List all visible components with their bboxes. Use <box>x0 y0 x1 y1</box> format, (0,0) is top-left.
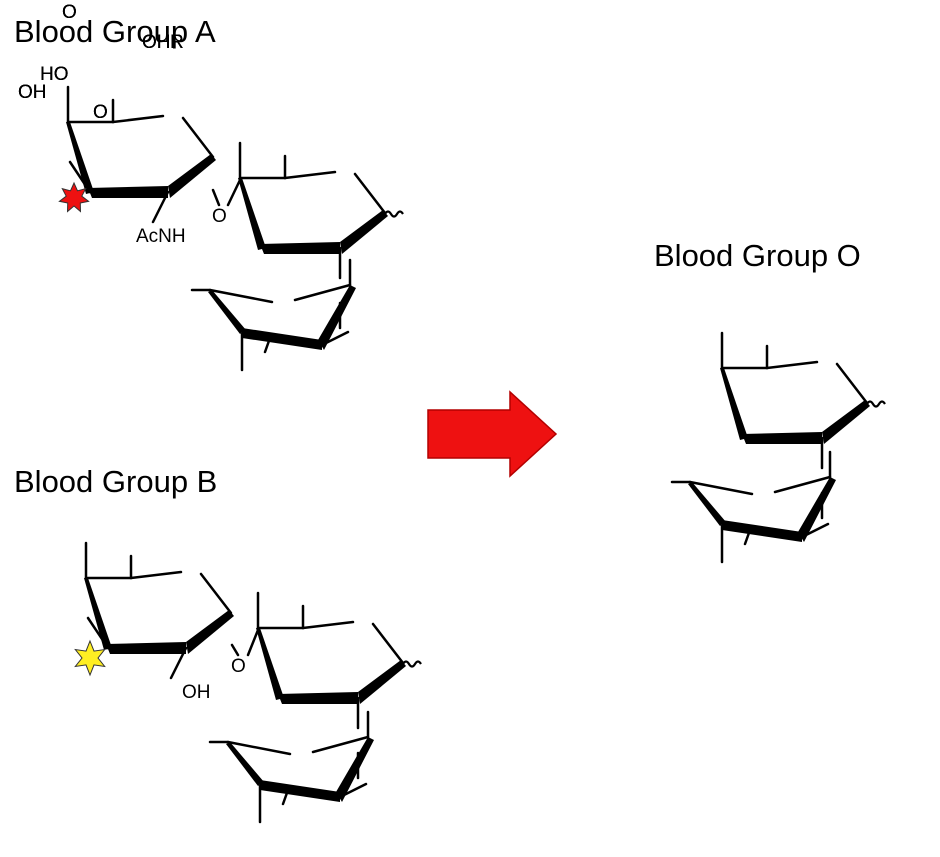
glycosidic-oxygen-label: O <box>93 102 108 123</box>
r-group-label: R <box>170 32 184 53</box>
glycosidic-bond-b1 <box>230 643 240 657</box>
bond-line <box>765 360 819 370</box>
anomeric-squiggle <box>402 660 422 668</box>
ring-oxygen-label: O <box>97 0 112 1</box>
ring-left-wedge <box>66 122 94 194</box>
fucose-oh-bond-right <box>338 782 368 799</box>
ring-oxygen-label: O <box>97 0 112 1</box>
ring-front-wedge <box>186 610 234 654</box>
bond-line <box>208 288 274 304</box>
bond-line <box>301 620 355 630</box>
bond-line <box>835 362 869 405</box>
anomeric-squiggle <box>384 210 404 218</box>
fucose-ho-label: HO <box>40 64 69 85</box>
star-marker-a <box>58 181 90 213</box>
fucose-left-wedge <box>208 290 246 334</box>
fucose-right-wedge <box>318 285 356 350</box>
fucose-left-wedge <box>226 742 264 786</box>
ring-left-wedge <box>238 178 266 250</box>
r-group-label: R <box>170 32 184 53</box>
ring-front-edge <box>278 692 358 704</box>
ring-front-edge <box>88 186 168 198</box>
ho-bond-c3 <box>86 616 110 650</box>
fucose-oh-label-right: OH <box>142 32 171 53</box>
ho-bond-c3 <box>68 160 92 194</box>
glycosidic-oxygen-label-b: O <box>231 656 246 677</box>
glycosidic-bond-b2 <box>246 628 260 657</box>
bond-line <box>129 570 183 580</box>
red-arrow-icon <box>427 390 558 478</box>
bond-line <box>688 480 754 496</box>
fucose-ho-label: HO <box>40 64 69 85</box>
fucose-ring-oxygen-label: O <box>62 2 77 23</box>
glycosidic-oxygen-label: O <box>93 102 108 123</box>
bond-line <box>181 116 215 159</box>
c2-sub-label: OH <box>182 682 211 703</box>
ring-left-wedge <box>84 578 112 650</box>
ring-oxygen-label: O <box>97 0 112 1</box>
c2-sub-label: AcNH <box>136 226 186 247</box>
ring-left-wedge <box>256 628 284 700</box>
fucose-oh-label-down: OH <box>18 82 47 103</box>
r-group-label: R <box>170 32 184 53</box>
c2-sub-bond <box>169 646 188 680</box>
fucose-ho-bond <box>281 788 290 806</box>
structure-blood-group-a: OHCH2OHOHOAcNHOOHCH2OHOROOCH3OHOHHO <box>18 0 404 372</box>
fucose-right-wedge <box>798 477 836 542</box>
fucose-oh-bond-right <box>320 330 350 347</box>
structure-blood-group-o: OHCH2OHOROOCH3OHOHHO <box>18 0 886 564</box>
fucose-ring-oxygen-label: O <box>62 2 77 23</box>
structure-blood-group-b: OHCH2OHOHOOHOOHCH2OHOROOCH3OHOHHO <box>18 0 422 824</box>
ring-front-edge <box>260 242 340 254</box>
title-blood-group-a: Blood Group A <box>14 14 216 49</box>
ring-front-wedge <box>358 660 406 704</box>
fucose-oh-bond-right <box>800 522 830 539</box>
fucose-oh-label-right: OH <box>142 32 171 53</box>
ring-front-wedge <box>168 154 216 198</box>
reaction-arrow <box>427 390 558 478</box>
fucose-right-wedge <box>336 737 374 802</box>
bond-line <box>283 170 337 180</box>
ring-oxygen-label: O <box>97 0 112 1</box>
title-blood-group-b: Blood Group B <box>14 464 218 499</box>
fucose-left-wedge <box>688 482 726 526</box>
star-marker-b <box>74 639 106 677</box>
fucose-oh-label-right: OH <box>142 32 171 53</box>
bond-line <box>293 283 352 302</box>
ring-front-edge <box>106 642 186 654</box>
fucose-ho-bond <box>263 336 272 354</box>
bond-line <box>311 735 370 754</box>
ring-left-wedge <box>720 368 748 440</box>
ring-front-wedge <box>822 400 870 444</box>
bond-line <box>371 622 405 665</box>
fucose-ring-oxygen-label: O <box>62 2 77 23</box>
glycosidic-oxygen-label: O <box>93 102 108 123</box>
glycosidic-bond-a1 <box>211 188 221 207</box>
fucose-front-edge <box>242 328 322 350</box>
glycosidic-bond-a2 <box>226 178 242 207</box>
anomeric-squiggle <box>866 400 886 408</box>
fucose-front-edge <box>260 780 340 802</box>
ring-oxygen-label: O <box>97 0 112 1</box>
fucose-ho-label: HO <box>40 64 69 85</box>
bond-line <box>199 572 233 615</box>
title-blood-group-o: Blood Group O <box>654 238 861 273</box>
bond-line <box>773 475 832 494</box>
bond-line <box>353 172 387 215</box>
bond-line <box>111 114 165 124</box>
ring-front-edge <box>742 432 822 444</box>
fucose-front-edge <box>722 520 802 542</box>
glycosidic-oxygen-label-a: O <box>212 206 227 227</box>
bond-line <box>226 740 292 756</box>
c2-sub-bond <box>151 190 170 224</box>
fucose-oh-label-down: OH <box>18 82 47 103</box>
ring-front-wedge <box>340 210 388 254</box>
fucose-ho-bond <box>743 528 752 546</box>
fucose-oh-label-down: OH <box>18 82 47 103</box>
